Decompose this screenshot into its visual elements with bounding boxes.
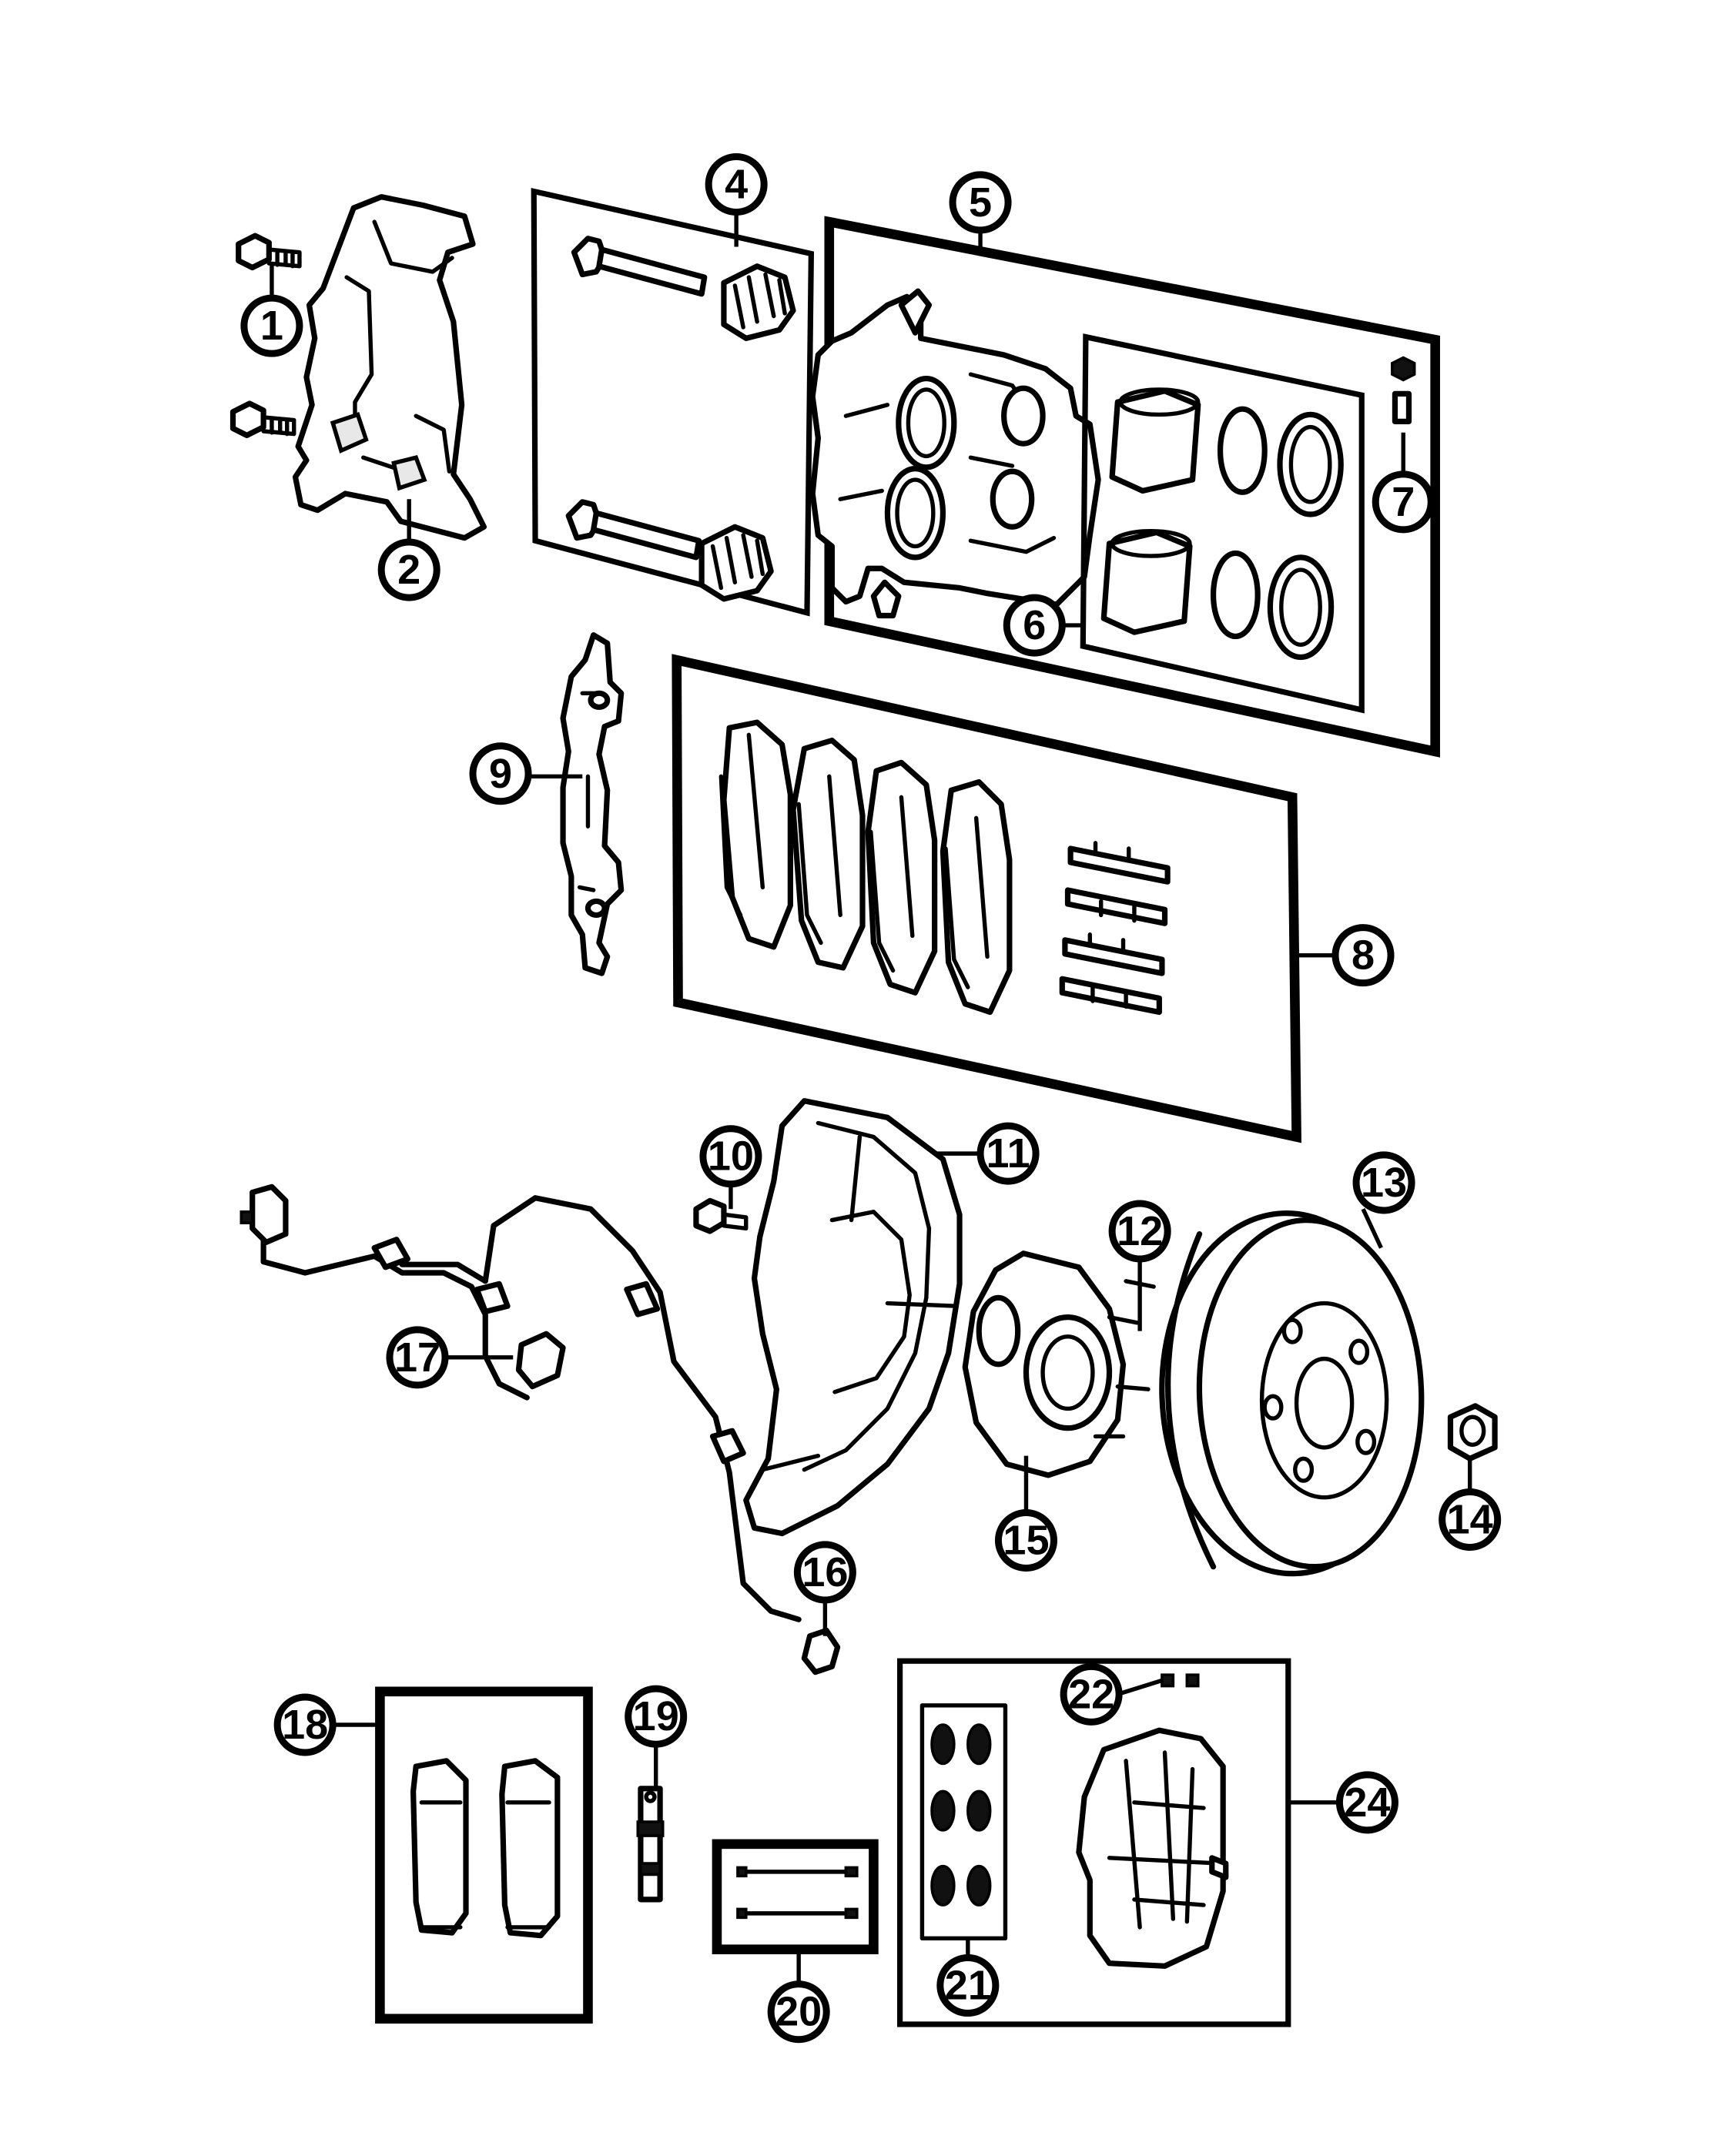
callout-24: 24 [1335, 1771, 1398, 1834]
svg-text:19: 19 [633, 1693, 679, 1739]
callout-9: 9 [469, 742, 532, 805]
callout-22: 22 [1060, 1662, 1123, 1726]
callout-6: 6 [1003, 594, 1066, 657]
callout-14: 14 [1439, 1488, 1502, 1552]
callout-11: 11 [976, 1122, 1040, 1185]
part-5-box [809, 216, 1440, 758]
anti-rattle-clips [1059, 841, 1171, 1016]
callout-20: 20 [767, 1980, 830, 2044]
part-19-item [636, 1786, 665, 1903]
part-8-box [672, 654, 1302, 1143]
callout-13: 13 [1352, 1151, 1415, 1214]
svg-text:1: 1 [260, 303, 283, 349]
svg-text:16: 16 [802, 1549, 848, 1595]
sensor-harness-part-16-17 [239, 1183, 841, 1676]
callout-7: 7 [1372, 470, 1435, 534]
svg-text:17: 17 [394, 1334, 440, 1381]
svg-text:13: 13 [1361, 1160, 1407, 1206]
part-20-box [712, 1839, 879, 1955]
lug-nut-part-14 [1447, 1403, 1498, 1461]
svg-text:6: 6 [1023, 602, 1046, 648]
svg-text:20: 20 [775, 1989, 822, 2035]
callout-5: 5 [949, 171, 1012, 234]
callout-4: 4 [705, 152, 768, 216]
callout-16: 16 [793, 1541, 856, 1604]
svg-text:4: 4 [725, 161, 748, 207]
callout-19: 19 [625, 1685, 688, 1748]
svg-text:5: 5 [969, 179, 992, 226]
svg-text:24: 24 [1344, 1779, 1390, 1826]
pad-spring-part-9 [560, 632, 625, 976]
part-18-box [375, 1686, 593, 2024]
callout-2: 2 [377, 538, 440, 601]
svg-text:22: 22 [1068, 1671, 1114, 1717]
svg-text:9: 9 [489, 751, 512, 797]
svg-text:2: 2 [397, 547, 420, 593]
bolt-part-10 [693, 1197, 749, 1234]
part-4-box [531, 187, 815, 617]
callout-17: 17 [386, 1326, 449, 1389]
svg-text:14: 14 [1447, 1497, 1493, 1543]
bolt-part-1 [229, 233, 302, 439]
callout-18: 18 [273, 1693, 337, 1756]
part-24-box [897, 1658, 1291, 2027]
hub-bearing-part-15 [962, 1250, 1156, 1478]
callout-15: 15 [994, 1509, 1057, 1572]
svg-text:15: 15 [1003, 1518, 1049, 1564]
svg-text:21: 21 [945, 1963, 991, 2009]
callout-8: 8 [1331, 924, 1395, 987]
callout-10: 10 [699, 1125, 762, 1188]
svg-text:10: 10 [708, 1133, 754, 1180]
callout-12: 12 [1108, 1200, 1171, 1263]
caliper-bracket-part-2 [292, 194, 487, 541]
callout-21: 21 [936, 1954, 1000, 2017]
svg-text:12: 12 [1117, 1208, 1163, 1254]
svg-text:11: 11 [986, 1130, 1030, 1177]
leader-lines [270, 210, 1472, 1986]
dust-shield-part-11 [743, 1098, 963, 1537]
svg-text:18: 18 [282, 1702, 328, 1748]
svg-text:7: 7 [1392, 479, 1415, 525]
rotor-part-13 [1159, 1210, 1425, 1577]
svg-text:8: 8 [1352, 932, 1375, 979]
part-21-seals [930, 1723, 992, 1907]
callout-1: 1 [240, 294, 303, 357]
